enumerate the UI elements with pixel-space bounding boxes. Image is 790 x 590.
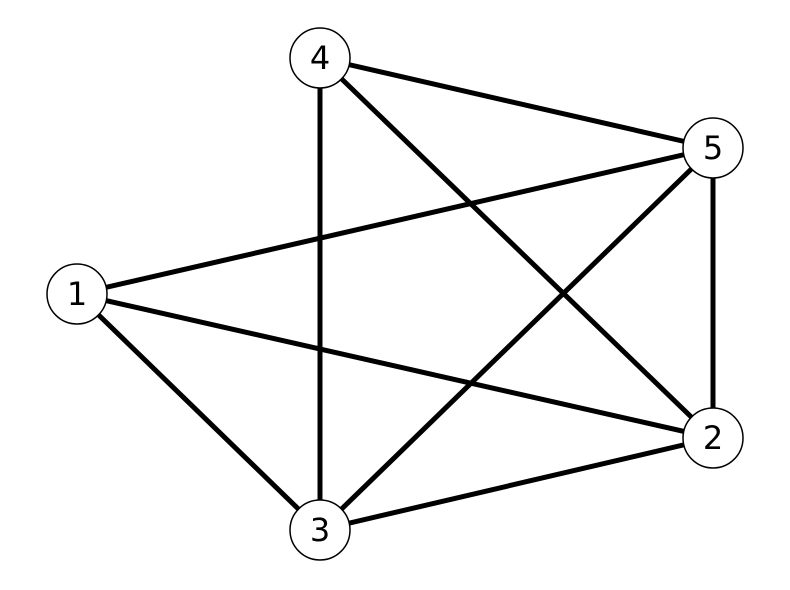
edge-4-2: [318, 56, 715, 440]
node-circle: [289, 27, 351, 89]
node-circle: [289, 499, 351, 561]
node-label: 2: [703, 419, 723, 457]
node-4: 4: [289, 27, 351, 89]
edge-1-2: [76, 291, 714, 441]
node-label: 3: [310, 511, 330, 549]
node-label: 4: [310, 39, 330, 77]
node-1: 1: [46, 263, 108, 325]
node-circle: [682, 117, 744, 179]
node-circle: [46, 263, 108, 325]
edges-layer: [75, 55, 716, 533]
edge-4-5: [319, 55, 714, 151]
edge-1-5: [76, 145, 714, 297]
node-label: 1: [67, 275, 87, 313]
node-circle: [682, 407, 744, 469]
node-3: 3: [289, 499, 351, 561]
edge-2-3: [319, 435, 714, 533]
node-5: 5: [682, 117, 744, 179]
edge-5-3: [318, 146, 715, 532]
node-2: 2: [682, 407, 744, 469]
node-label: 5: [703, 129, 723, 167]
nodes-layer: 1 2 3 4 5: [46, 27, 744, 561]
edge-1-3: [75, 292, 322, 532]
